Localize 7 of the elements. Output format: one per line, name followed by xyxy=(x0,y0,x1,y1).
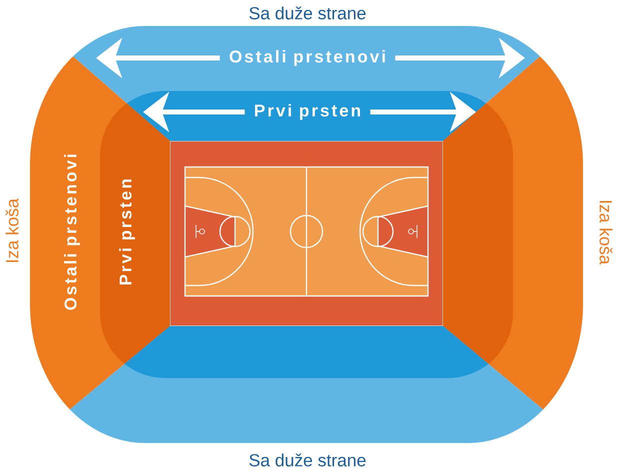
side-label: Sa duže strane xyxy=(249,454,366,466)
side-label: Iza koša xyxy=(600,201,612,265)
side-label: Sa duže strane xyxy=(249,6,366,20)
seating-section xyxy=(443,103,513,364)
side-label: Iza koša xyxy=(6,198,18,262)
seating-section: Prvi prsten xyxy=(100,103,170,364)
seating-section xyxy=(124,326,488,378)
